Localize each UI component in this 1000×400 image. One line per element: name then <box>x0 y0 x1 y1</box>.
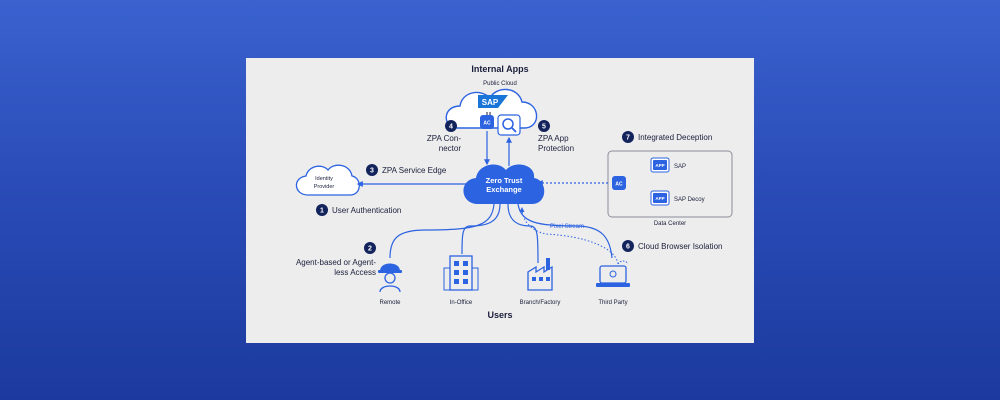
svg-text:Protection: Protection <box>538 144 574 153</box>
users-label: Users <box>487 310 512 320</box>
step-5-zpa-app-protection: 5 ZPA App Protection <box>538 120 574 153</box>
svg-text:APP: APP <box>655 196 664 201</box>
sap-logo: SAP <box>478 95 508 108</box>
identity-provider-cloud-icon: Identity Provider <box>295 164 360 196</box>
svg-text:AC: AC <box>615 182 623 188</box>
svg-text:4: 4 <box>449 124 453 131</box>
data-center-app-sap-decoy: APP SAP Decoy <box>650 190 705 206</box>
zte-to-remote-line <box>389 203 495 259</box>
svg-text:ZPA Service Edge: ZPA Service Edge <box>382 166 447 175</box>
architecture-diagram: Internal Apps Public Cloud SAP AC 4 ZPA … <box>246 58 754 343</box>
svg-text:1: 1 <box>320 208 324 215</box>
step-7-integrated-deception: 7 Integrated Deception <box>622 131 712 143</box>
svg-text:less Access: less Access <box>334 268 376 277</box>
user-type-remote: Remote <box>379 300 401 306</box>
zero-trust-exchange-cloud-icon: Zero Trust Exchange <box>463 164 545 204</box>
svg-text:Identity: Identity <box>315 176 333 182</box>
svg-text:nector: nector <box>439 144 462 153</box>
pixel-stream-dotted-line <box>519 207 619 265</box>
laptop-icon <box>596 260 630 287</box>
step-2-agent-access: 2 Agent-based or Agent- less Access <box>296 242 376 277</box>
step-1-user-authentication: 1 User Authentication <box>316 204 401 216</box>
step-3-zpa-service-edge: 3 ZPA Service Edge <box>366 164 447 176</box>
svg-text:SAP: SAP <box>482 98 499 107</box>
public-cloud-label: Public Cloud <box>483 81 517 87</box>
svg-text:6: 6 <box>626 244 630 251</box>
svg-text:ZPA Con-: ZPA Con- <box>427 134 461 143</box>
diagram-title: Internal Apps <box>471 64 528 74</box>
magnifier-icon <box>497 114 521 136</box>
zte-to-branch-line <box>507 203 539 264</box>
svg-text:SAP: SAP <box>674 164 686 170</box>
svg-text:User Authentication: User Authentication <box>332 206 401 215</box>
svg-text:7: 7 <box>626 135 630 142</box>
hardhat-user-icon <box>378 263 402 293</box>
pixel-stream-label: Pixel Stream <box>550 224 584 230</box>
svg-text:AC: AC <box>483 121 491 127</box>
svg-text:3: 3 <box>370 168 374 175</box>
svg-text:5: 5 <box>542 124 546 131</box>
step-6-cloud-browser-isolation: 6 Cloud Browser Isolation <box>622 240 722 252</box>
user-type-branch-factory: Branch/Factory <box>520 300 561 306</box>
svg-text:Zero Trust: Zero Trust <box>486 176 523 185</box>
step-4-zpa-connector: 4 ZPA Con- nector <box>427 120 461 153</box>
data-center-box: Data Center <box>607 150 733 227</box>
svg-text:Agent-based or Agent-: Agent-based or Agent- <box>296 258 376 267</box>
diagram-canvas: Internal Apps Public Cloud SAP AC 4 ZPA … <box>295 64 733 320</box>
svg-text:ZPA App: ZPA App <box>538 134 569 143</box>
office-building-icon <box>443 255 479 291</box>
svg-text:Data Center: Data Center <box>654 221 686 227</box>
zte-to-thirdparty-line <box>517 203 613 259</box>
zte-to-office-line <box>461 203 501 255</box>
user-type-in-office: In-Office <box>450 300 473 306</box>
data-center-app-connector-icon: AC <box>612 176 626 190</box>
app-connector-icon: AC <box>480 112 494 129</box>
factory-icon <box>527 258 553 291</box>
svg-text:Exchange: Exchange <box>486 185 521 194</box>
svg-text:2: 2 <box>368 246 372 253</box>
svg-text:Integrated Deception: Integrated Deception <box>638 133 712 142</box>
data-center-app-sap: APP SAP <box>650 157 686 173</box>
svg-text:APP: APP <box>655 163 664 168</box>
svg-text:Provider: Provider <box>314 184 335 190</box>
svg-text:Cloud Browser Isolation: Cloud Browser Isolation <box>638 242 722 251</box>
user-type-third-party: Third Party <box>598 300 627 306</box>
svg-text:SAP Decoy: SAP Decoy <box>674 197 705 203</box>
